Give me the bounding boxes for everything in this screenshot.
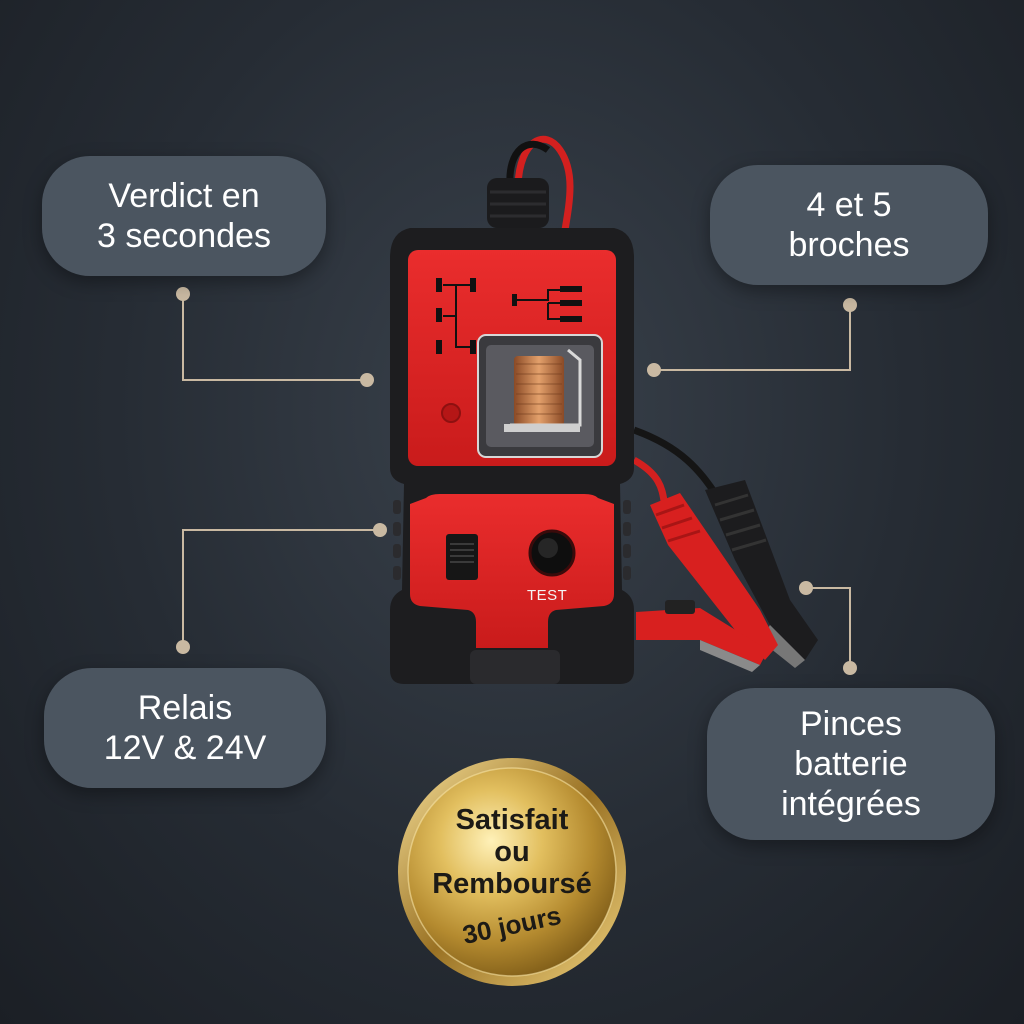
relay-tester-device (390, 228, 634, 684)
connector-top-right (654, 305, 851, 371)
test-label: TEST (527, 587, 568, 604)
connector-top-left (182, 294, 367, 381)
connector-bottom-right (806, 587, 851, 668)
badge-line: Remboursé (432, 867, 592, 900)
connector-dots (176, 287, 857, 675)
gold-guarantee-seal (398, 758, 626, 986)
callout-verdict-time: Verdict en 3 secondes (42, 156, 326, 276)
callout-pin-count: 4 et 5 broches (710, 165, 988, 285)
red-battery-clip (636, 493, 778, 672)
callout-line: 4 et 5 (806, 186, 892, 224)
callout-connectors (182, 294, 851, 668)
callout-line: batterie (794, 745, 908, 783)
badge-line: Satisfait (455, 803, 569, 836)
status-led (441, 403, 461, 423)
callout-line: Pinces (799, 705, 903, 743)
callout-line: intégrées (781, 785, 921, 823)
badge-days: 30 jours (460, 899, 564, 950)
callout-line: 3 secondes (97, 217, 271, 255)
callout-line: 12V & 24V (103, 729, 267, 767)
callout-voltage: Relais 12V & 24V (44, 668, 326, 788)
callout-line: broches (788, 226, 910, 264)
guarantee-badge: Satisfait ou Remboursé 30 jours (400, 760, 624, 984)
connector-bottom-left (182, 529, 380, 647)
callout-line: Verdict en (108, 177, 260, 215)
callout-battery-clips: Pinces batterie intégrées (707, 688, 995, 840)
callout-line: Relais (137, 689, 233, 727)
badge-line: ou (494, 835, 530, 868)
